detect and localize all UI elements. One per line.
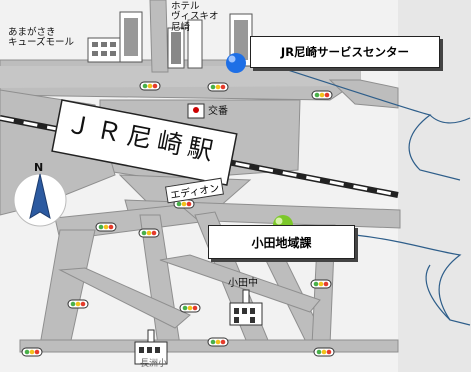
traffic-lights: [21, 81, 335, 357]
label-cues-mall: あまがさき キューズモール: [8, 27, 75, 49]
callout-oda-chiiki[interactable]: 小田地域課: [208, 225, 355, 259]
building-cues-mall: [87, 11, 143, 63]
label-school-odanaka: 小田中: [228, 278, 258, 289]
station-label-box: [51, 99, 238, 186]
compass-icon: [13, 173, 67, 227]
label-school-bottom: 長洲小: [140, 359, 168, 369]
callout-service-center[interactable]: JR尼崎サービスセンター: [250, 36, 440, 68]
callout-balloon-shapes: [249, 57, 471, 326]
koban-icon: [187, 103, 205, 119]
label-hotel: ホテル ヴィスキオ 尼崎: [171, 1, 219, 33]
school-icon-bottom: [134, 329, 168, 365]
building-hotel: [167, 13, 253, 69]
compass-label: N: [34, 161, 44, 174]
school-icon: [229, 289, 263, 326]
marker-service-center[interactable]: [226, 53, 246, 73]
label-koban: 交番: [208, 106, 228, 117]
